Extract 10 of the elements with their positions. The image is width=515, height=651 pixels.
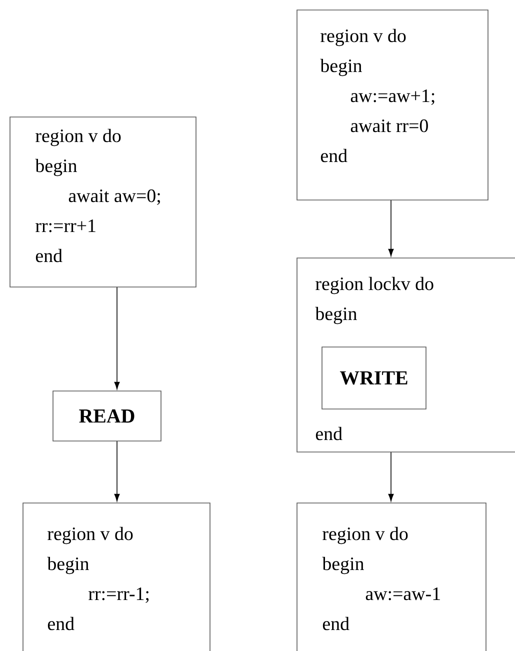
code-box: region v do begin rr:=rr-1; end [22,502,210,651]
code-box: region v do begin aw:=aw+1; await rr=0 end [296,10,488,200]
code-box: region v do begin aw:=aw-1 end [296,502,486,651]
arrow [388,200,394,256]
arrow [114,286,120,390]
process-box: READ [52,390,162,442]
code-box: region v do begin await aw=0; rr:=rr+1 end [10,116,196,288]
arrow [114,440,120,502]
process-box: WRITE [322,346,426,410]
arrow [388,452,394,502]
